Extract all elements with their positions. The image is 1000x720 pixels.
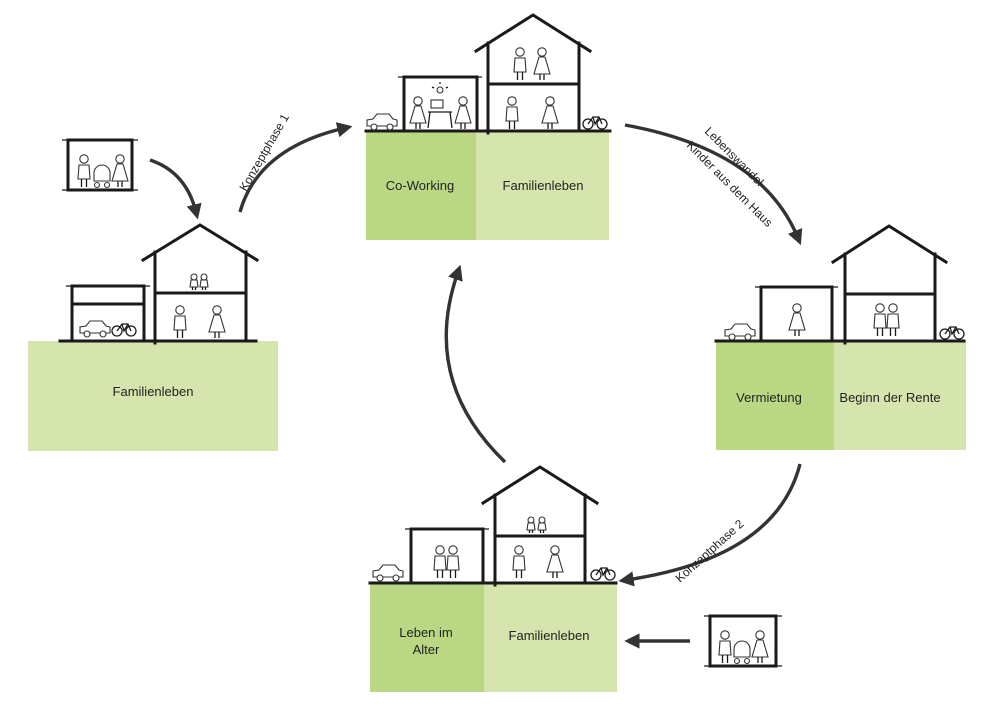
scene-top: Co-Working Familienleben [364, 13, 612, 240]
label-familienleben-left: Familienleben [113, 384, 194, 399]
field-familienleben-bottom [484, 583, 617, 692]
label-familienleben-top: Familienleben [503, 178, 584, 193]
label-konzeptphase-2: Konzeptphase 2 [673, 517, 747, 586]
field-familienleben [28, 341, 278, 451]
arrow-lebenswandel [624, 123, 803, 246]
label-leben-im-alter-line2: Alter [413, 642, 440, 657]
laptop-icon [427, 99, 453, 129]
field-leben-im-alter [370, 583, 484, 692]
label-leben-im-alter-line1: Leben im [399, 625, 452, 640]
scene-right: Vermietung Beginn der Rente [714, 224, 966, 450]
house-icon [368, 465, 618, 587]
label-vermietung: Vermietung [736, 390, 802, 405]
house-icon [364, 13, 612, 135]
label-beginn-der-rente: Beginn der Rente [839, 390, 940, 405]
field-co-working [366, 131, 476, 240]
field-vermietung [716, 341, 834, 450]
lamp-icon [431, 82, 449, 94]
house-icon [714, 224, 966, 345]
arrow-konzeptphase-1 [238, 122, 353, 213]
field-familienleben-top [476, 131, 609, 240]
label-familienleben-bottom: Familienleben [509, 628, 590, 643]
field-beginn-der-rente [834, 341, 966, 450]
family-frame-icon [62, 138, 138, 192]
family-frame-icon [704, 614, 782, 668]
arrow-in-left [149, 158, 202, 220]
scene-bottom: Leben im Alter Familienleben [368, 465, 782, 692]
arrow-back-to-top [444, 264, 507, 464]
label-co-working: Co-Working [386, 178, 454, 193]
house-icon [58, 223, 260, 345]
scene-left: Familienleben [28, 138, 278, 451]
arrow-konzeptphase-2 [618, 463, 802, 587]
